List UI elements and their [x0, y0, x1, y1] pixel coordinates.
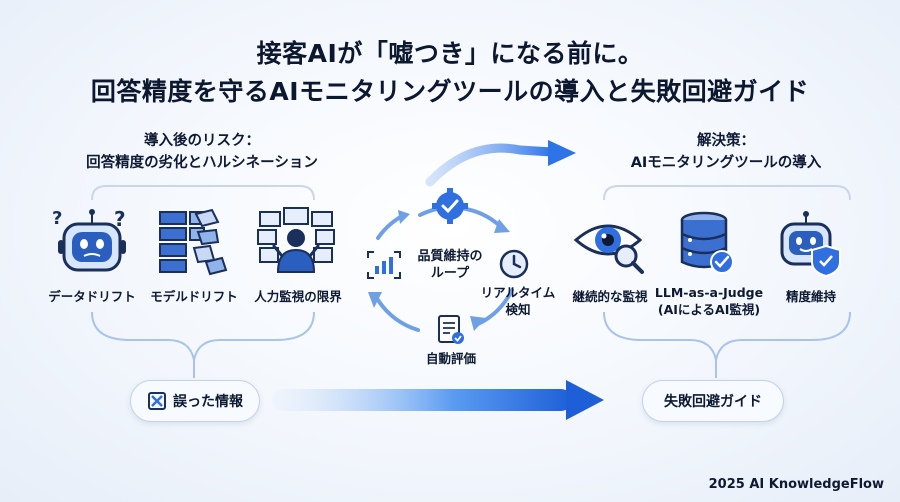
- footer-credit: 2025 AI KnowledgeFlow: [708, 477, 884, 492]
- right-item-label-2-line2: (AIによるAI監視): [657, 302, 761, 317]
- right-top-bracket: [603, 185, 851, 201]
- misinformation-pill: 誤った情報: [130, 380, 260, 422]
- shield-robot-icon: [780, 211, 841, 278]
- left-item-label-3: 人力監視の限界: [254, 289, 342, 304]
- checklist-icon: [438, 315, 464, 344]
- loop-arc-3: [376, 298, 420, 332]
- top-arrow-body: [425, 143, 557, 187]
- right-item-label-2-line1: LLM-as-a-Judge: [654, 285, 764, 300]
- realtime-label-line2: 検知: [505, 302, 531, 317]
- loop-arrowhead-3: [368, 292, 382, 308]
- title-line-2: 回答精度を守るAIモニタリングツールの導入と失敗回避ガイド: [90, 77, 810, 106]
- left-item-label-2: モデルドリフト: [150, 289, 238, 304]
- misinformation-label: 誤った情報: [173, 394, 243, 410]
- bottom-arrow-head: [566, 380, 604, 420]
- right-item-label-1: 継続的な監視: [572, 289, 648, 304]
- realtime-label-line1: リアルタイム: [480, 285, 556, 300]
- loop-arrowhead-2: [470, 316, 486, 331]
- loop-arrowhead-1: [494, 219, 510, 233]
- bottom-arrow-body: [272, 389, 572, 411]
- clock-icon: [499, 249, 529, 279]
- left-heading-line1: 導入後のリスク：: [144, 133, 260, 149]
- loop-arrowhead-4: [398, 210, 410, 224]
- cross-box-icon: [148, 392, 166, 410]
- svg-text:?: ?: [52, 208, 62, 229]
- eye-magnifier-icon: [573, 224, 644, 274]
- svg-text:?: ?: [114, 207, 126, 231]
- left-heading-line2: 回答精度の劣化とハルシネーション: [86, 155, 318, 171]
- broken-blocks-icon: [159, 208, 228, 276]
- left-top-bracket: [91, 185, 315, 201]
- title-line-1: 接客AIが「嘘つき」になる前に。: [256, 39, 644, 68]
- right-item-label-3: 精度維持: [785, 289, 836, 304]
- right-funnel: [603, 311, 851, 378]
- failure-avoidance-label: 失敗回避ガイド: [664, 394, 762, 410]
- overwhelmed-person-icon: [257, 207, 335, 273]
- confused-robot-icon: ? ?: [52, 207, 126, 272]
- loop-label-line1: 品質維持の: [417, 249, 483, 264]
- top-arrow-head: [548, 140, 576, 166]
- chart-scan-icon: [367, 251, 401, 279]
- gear-check-icon: [432, 188, 468, 224]
- left-funnel: [91, 311, 315, 378]
- left-item-label-1: データドリフト: [48, 289, 136, 304]
- database-check-icon: [680, 211, 734, 274]
- loop-label-line2: ループ: [430, 266, 470, 281]
- right-heading-line2: AIモニタリングツールの導入: [630, 155, 822, 171]
- right-heading-line1: 解決策：: [697, 133, 755, 149]
- auto-eval-label: 自動評価: [425, 351, 476, 366]
- failure-avoidance-pill: 失敗回避ガイド: [642, 380, 784, 422]
